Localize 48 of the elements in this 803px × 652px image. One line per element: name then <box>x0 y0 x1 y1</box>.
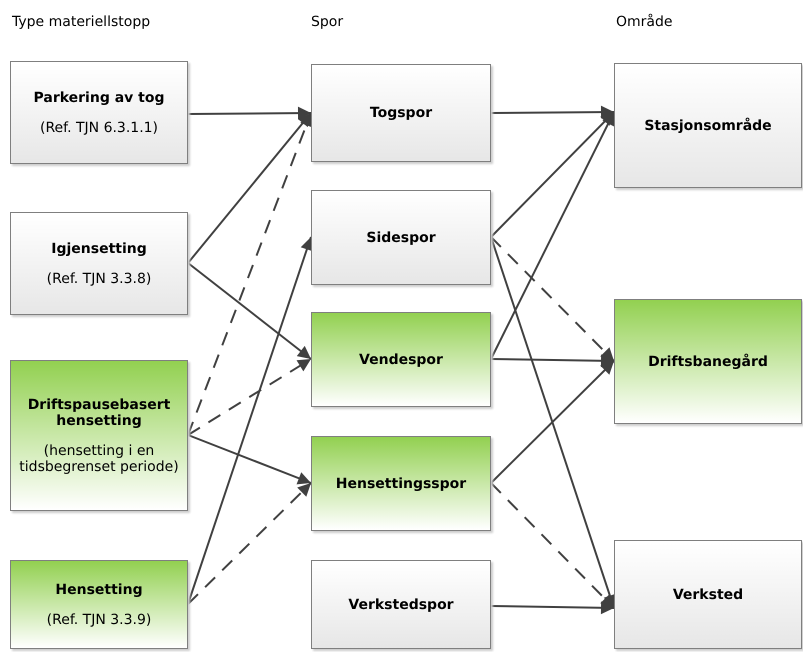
arrow <box>490 482 615 609</box>
box-heading: Hensettingsspor <box>336 476 466 492</box>
box-note: (Ref. TJN 3.3.9) <box>46 612 152 628</box>
process-box <box>614 299 802 424</box>
column-heading: Område <box>616 14 672 30</box>
column-heading: Type materiellstopp <box>12 14 150 30</box>
process-box <box>311 190 491 285</box>
arrow <box>490 354 614 368</box>
box-note: (Ref. TJN 3.3.8) <box>46 270 152 286</box>
box-heading: Stasjonsområde <box>644 118 772 134</box>
box-note: (Ref. TJN 6.3.1.1) <box>40 120 158 136</box>
process-box <box>10 212 188 315</box>
box-heading: Verksted <box>672 586 744 602</box>
arrow <box>490 360 615 484</box>
process-box <box>614 63 802 188</box>
arrow <box>187 236 314 604</box>
arrow <box>187 112 312 264</box>
arrow <box>490 601 614 614</box>
box-heading: Parkering av tog <box>33 90 164 106</box>
process-box <box>10 61 188 164</box>
box-note: (hensetting i en tidsbegrenset periode) <box>18 442 180 474</box>
arrow <box>490 112 615 360</box>
arrow <box>187 262 312 360</box>
arrow <box>490 236 615 362</box>
process-box <box>10 360 188 511</box>
box-heading: Verkstedspor <box>348 596 454 612</box>
box-heading: Igjensetting <box>51 240 147 256</box>
arrow <box>490 111 615 238</box>
arrow <box>490 236 616 608</box>
process-box <box>311 64 491 162</box>
box-heading: Driftsbanegård <box>648 354 768 370</box>
process-box <box>10 560 188 649</box>
arrow <box>188 434 312 484</box>
box-heading: Vendespor <box>359 352 443 368</box>
process-box <box>311 560 491 649</box>
box-heading: Driftspausebasert hensetting <box>26 396 172 428</box>
process-box <box>311 436 491 531</box>
arrow <box>187 112 312 436</box>
arrow <box>491 106 614 119</box>
box-heading: Togspor <box>370 105 432 121</box>
process-box <box>614 540 802 649</box>
arrow <box>187 482 312 605</box>
arrow <box>188 106 311 120</box>
box-heading: Hensetting <box>55 582 143 598</box>
column-heading: Spor <box>311 14 344 30</box>
box-heading: Sidespor <box>366 230 436 246</box>
arrow <box>187 358 312 436</box>
process-box <box>311 312 491 407</box>
